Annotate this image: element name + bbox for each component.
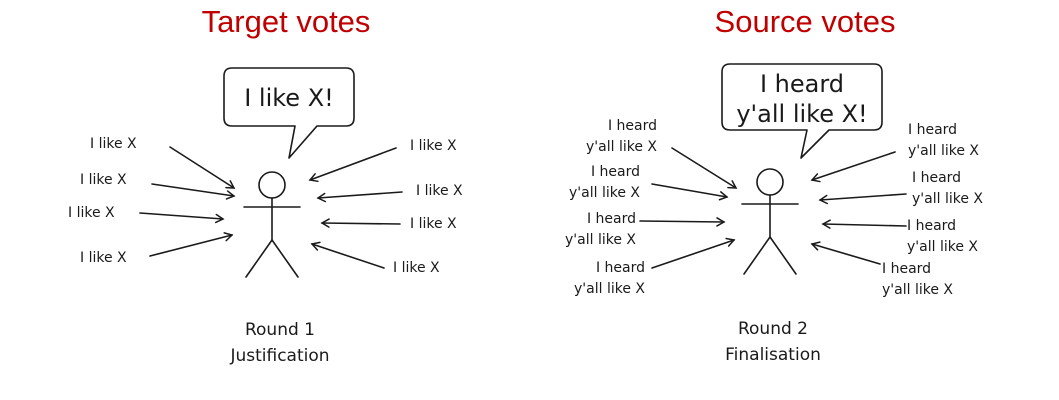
- vote-arrow: [320, 218, 401, 228]
- vote-label: I like X: [416, 183, 463, 199]
- bubble-outline: [721, 63, 883, 159]
- vote-label-line: y'all like X: [574, 281, 645, 297]
- vote-label-line: y'all like X: [908, 143, 979, 159]
- vote-arrow: [818, 193, 907, 205]
- round-caption-line: Round 2: [738, 319, 808, 339]
- vote-label-line: I like X: [416, 183, 463, 199]
- figure-head: [258, 171, 286, 199]
- vote-label: I like X: [80, 250, 127, 266]
- vote-arrow: [308, 147, 397, 183]
- vote-label: I like X: [68, 205, 115, 221]
- vote-label-line: y'all like X: [565, 232, 636, 248]
- vote: I heard y'all like X: [818, 170, 983, 207]
- vote-arrow: [810, 241, 881, 265]
- vote-label-line: I like X: [393, 260, 440, 276]
- vote-label: I like X: [80, 172, 127, 188]
- vote-label-line: y'all like X: [586, 139, 657, 155]
- vote-label: I like X: [410, 216, 457, 232]
- figure-legs: [245, 239, 299, 278]
- vote-label: I heard y'all like X: [586, 118, 657, 155]
- round-caption: Round 1 Justification: [229, 320, 329, 366]
- vote-label: I heard y'all like X: [565, 211, 636, 248]
- round-caption: Round 2 Finalisation: [725, 319, 821, 365]
- vote-arrow: [310, 241, 385, 269]
- bubble-text-line: I heard: [760, 70, 844, 98]
- vote-label-line: y'all like X: [569, 185, 640, 201]
- vote: I like X: [308, 138, 457, 183]
- vote-label-line: I heard: [608, 118, 657, 134]
- left-panel: I like X! I like X I like X I like X I like …: [68, 67, 463, 366]
- source-votes-title: Source votes: [714, 4, 896, 39]
- vote-label-line: I heard: [908, 122, 957, 138]
- vote: I like X: [310, 241, 440, 276]
- round-caption-line: Round 1: [245, 320, 315, 340]
- vote: I heard y'all like X: [821, 218, 978, 255]
- vote-label: I like X: [393, 260, 440, 276]
- vote-label-line: I like X: [410, 138, 457, 154]
- vote-label-line: I heard: [596, 260, 645, 276]
- vote-arrow: [821, 219, 907, 229]
- vote-arrow: [810, 151, 896, 183]
- vote-label: I heard y'all like X: [574, 260, 645, 297]
- vote: I heard y'all like X: [810, 241, 953, 298]
- vote-label-line: I like X: [410, 216, 457, 232]
- vote-arrow: [151, 183, 236, 200]
- vote-label-line: I heard: [587, 211, 636, 227]
- round-caption-line: Finalisation: [725, 345, 821, 365]
- vote-label-line: y'all like X: [912, 191, 983, 207]
- vote-label-line: I heard: [882, 261, 931, 277]
- bubble-text-line: y'all like X!: [736, 100, 867, 128]
- vote-arrow: [169, 146, 236, 189]
- vote-label-line: I heard: [907, 218, 956, 234]
- vote-arrow: [639, 217, 726, 227]
- stick-figure: [243, 171, 301, 278]
- speech-bubble: I like X!: [223, 67, 355, 159]
- vote-label-line: y'all like X: [882, 282, 953, 298]
- vote-label-line: I like X: [90, 136, 137, 152]
- vote: I like X: [80, 232, 234, 266]
- vote: I heard y'all like X: [574, 237, 736, 297]
- vote: I heard y'all like X: [565, 211, 726, 248]
- vote-label-line: I like X: [68, 205, 115, 221]
- vote-arrow: [139, 212, 225, 224]
- vote-arrow: [651, 183, 729, 201]
- vote-arrow: [316, 191, 403, 203]
- vote: I heard y'all like X: [586, 118, 738, 189]
- bubble-outline: [223, 67, 355, 159]
- vote-label-line: I heard: [912, 170, 961, 186]
- vote: I like X: [320, 216, 457, 232]
- vote-arrow: [651, 237, 736, 269]
- vote: I like X: [316, 183, 463, 203]
- bubble-text: I like X!: [244, 84, 334, 112]
- vote-arrow: [149, 232, 234, 257]
- vote-label: I like X: [90, 136, 137, 152]
- vote: I like X: [80, 172, 236, 200]
- vote: I like X: [90, 136, 236, 189]
- vote-label: I heard y'all like X: [908, 122, 979, 159]
- target-votes-title: Target votes: [201, 4, 371, 39]
- vote-label: I heard y'all like X: [912, 170, 983, 207]
- vote: I heard y'all like X: [569, 164, 729, 201]
- vote-label-line: I heard: [591, 164, 640, 180]
- vote-label: I heard y'all like X: [907, 218, 978, 255]
- vote-label: I heard y'all like X: [569, 164, 640, 201]
- vote-label: I heard y'all like X: [882, 261, 953, 298]
- figure-head: [756, 168, 784, 196]
- bubble-text-line: I like X!: [244, 84, 334, 112]
- vote: I heard y'all like X: [810, 122, 979, 183]
- vote-label-line: I like X: [80, 172, 127, 188]
- vote-arrow: [671, 147, 738, 189]
- vote-label-line: y'all like X: [907, 239, 978, 255]
- stick-figure: [741, 168, 799, 275]
- round-caption-line: Justification: [229, 346, 329, 366]
- figure-legs: [743, 236, 797, 275]
- vote: I like X: [68, 205, 225, 224]
- vote-label-line: I like X: [80, 250, 127, 266]
- vote-label: I like X: [410, 138, 457, 154]
